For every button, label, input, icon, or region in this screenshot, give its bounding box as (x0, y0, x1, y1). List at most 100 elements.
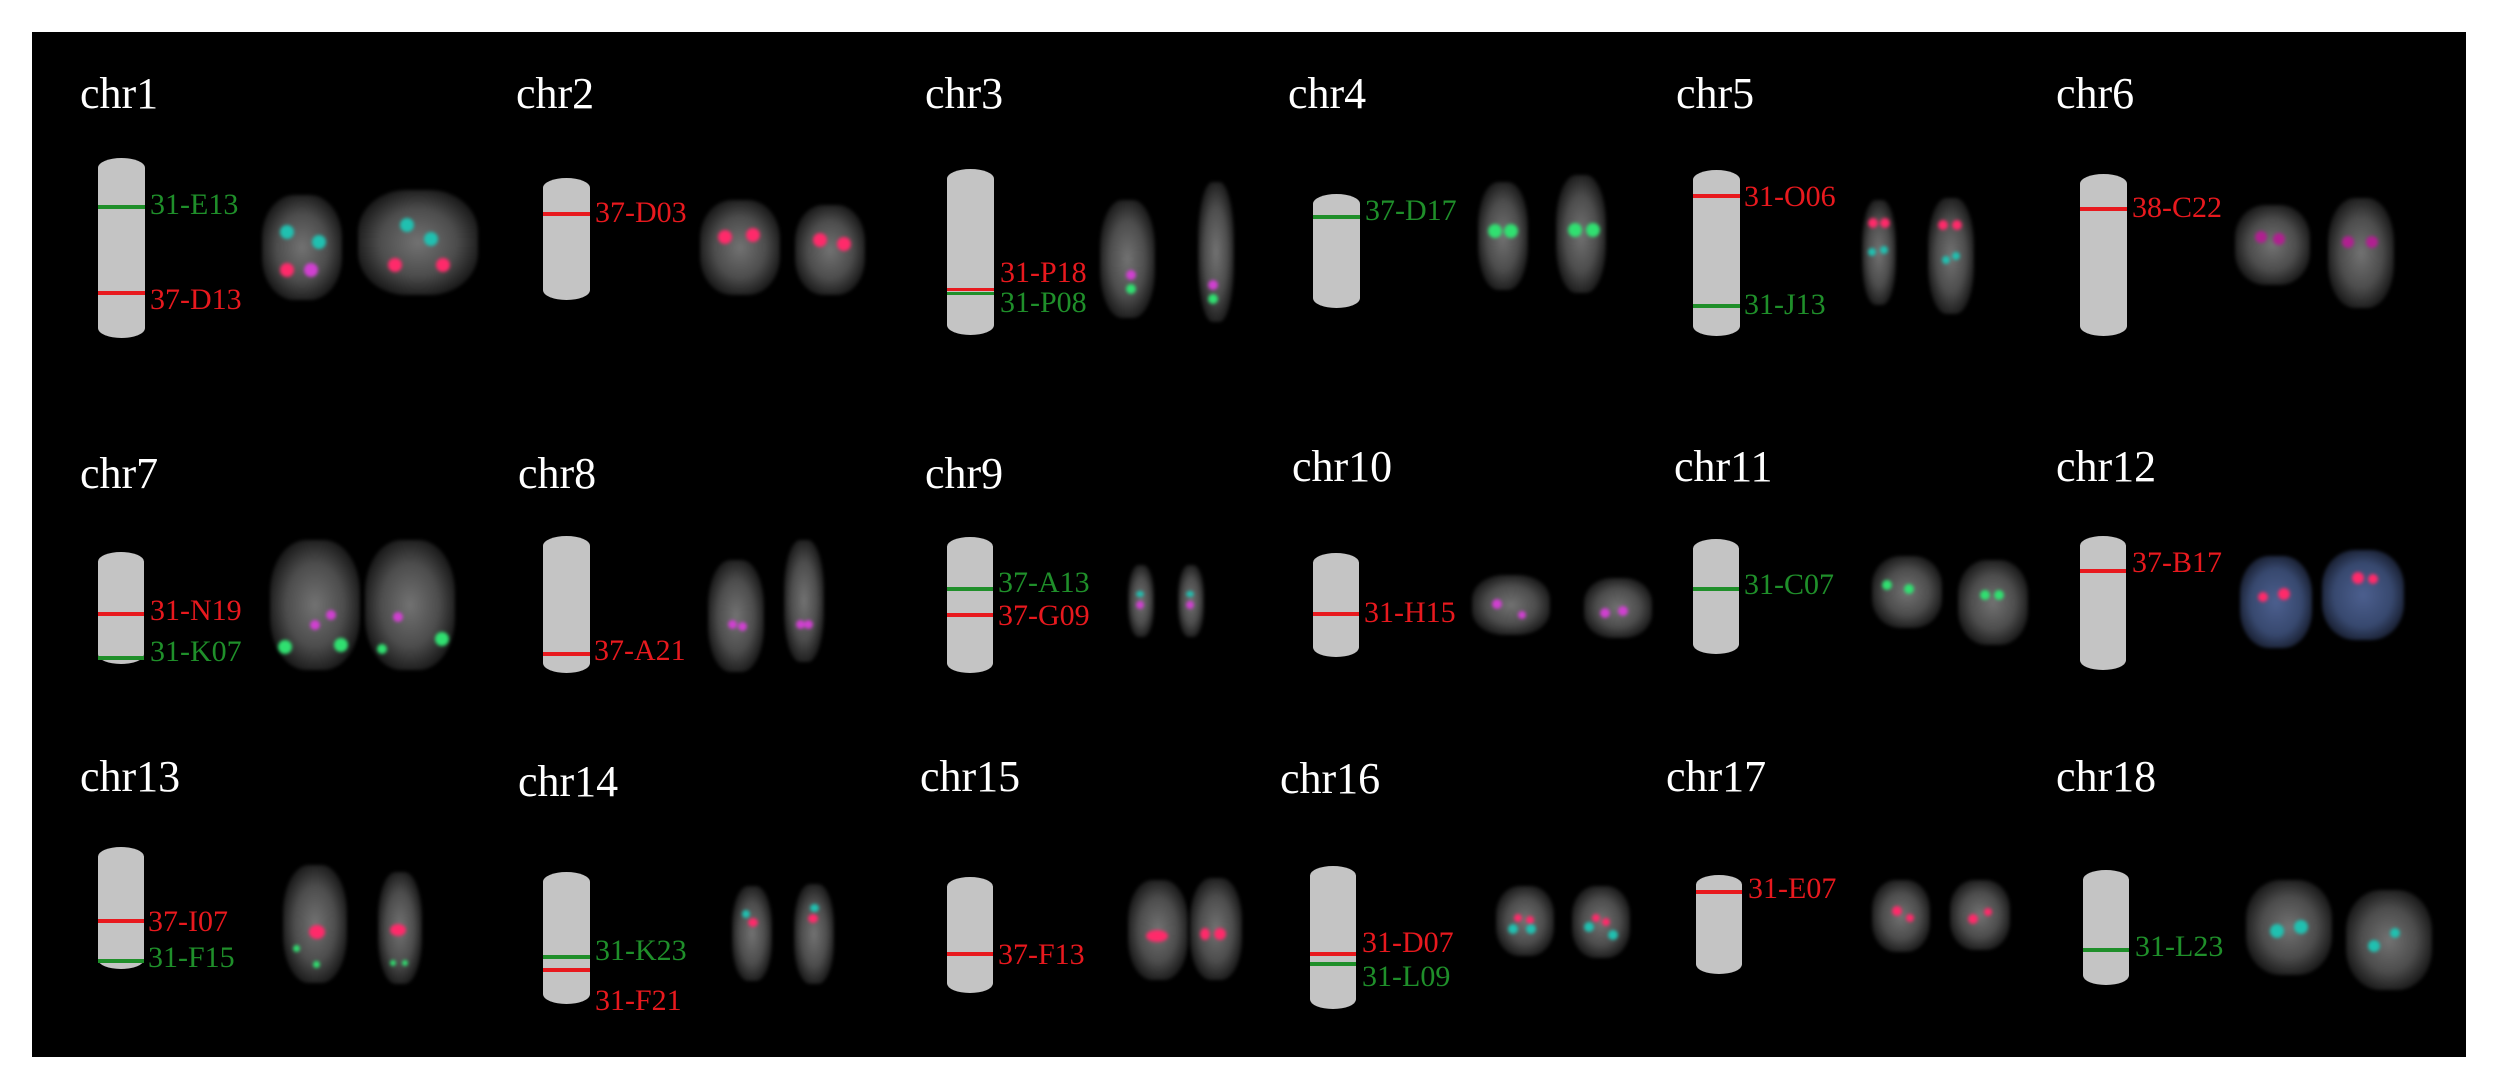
fish-chromosome-image (700, 200, 780, 295)
fish-chromosome-image (1178, 565, 1204, 637)
ideogram (947, 537, 993, 673)
fish-chromosome-image (1556, 175, 1606, 293)
probe-band-red (543, 212, 590, 216)
chromosome-title: chr2 (516, 69, 595, 118)
fish-chromosome-image (795, 205, 865, 295)
fish-chromosome-image (378, 872, 422, 984)
probe-label: 31-E07 (1748, 872, 1837, 905)
fish-chromosome-image (1128, 565, 1154, 637)
ideogram (543, 178, 590, 300)
ideogram (1696, 875, 1742, 974)
fish-chromosome-image (732, 886, 772, 981)
probe-label: 31-L23 (2135, 930, 2224, 963)
probe-band-red (1310, 952, 1356, 956)
probe-band-red (98, 919, 144, 923)
ideogram (543, 536, 590, 673)
probe-band-red (543, 968, 590, 972)
fish-chromosome-image (2235, 205, 2310, 285)
fish-chromosome-image (2346, 890, 2432, 990)
chromosome-title: chr5 (1676, 69, 1755, 118)
ideogram (1693, 170, 1740, 336)
fish-chromosome-image (1584, 578, 1652, 638)
chromosome-title: chr12 (2056, 442, 2157, 491)
chromosome-title: chr6 (2056, 69, 2135, 118)
probe-band-red (1313, 612, 1359, 616)
probe-band-green (1310, 962, 1356, 966)
probe-label: 31-P08 (1000, 286, 1087, 319)
chromosome-title: chr15 (920, 752, 1021, 801)
ideogram (98, 552, 144, 664)
ideogram (2080, 174, 2127, 336)
probe-label: 37-F13 (998, 938, 1085, 971)
probe-label: 31-E13 (150, 188, 239, 221)
probe-label: 31-K07 (150, 635, 242, 668)
probe-band-red (947, 952, 993, 956)
probe-label: 37-D13 (150, 283, 242, 316)
chromosome-title: chr4 (1288, 69, 1367, 118)
fish-chromosome-image (1572, 886, 1630, 958)
fish-chromosome-image (794, 884, 834, 984)
probe-band-red (543, 652, 590, 656)
probe-label: 37-D03 (595, 196, 687, 229)
probe-label: 31-P18 (1000, 256, 1087, 289)
probe-band-green (2083, 948, 2129, 952)
probe-label: 31-F21 (595, 984, 682, 1017)
probe-label: 31-H15 (1364, 596, 1456, 629)
fish-chromosome-image (1928, 198, 1974, 314)
probe-band-green (1693, 587, 1739, 591)
probe-label: 31-F15 (148, 941, 235, 974)
probe-label: 37-A21 (594, 634, 686, 667)
probe-label: 37-B17 (2132, 546, 2222, 579)
probe-label: 38-C22 (2132, 191, 2222, 224)
fish-chromosome-image (1472, 575, 1550, 635)
fish-chromosome-image (1478, 182, 1528, 290)
chromosome-title: chr8 (518, 449, 597, 498)
probe-band-green (98, 205, 145, 209)
chromosome-title: chr10 (1292, 442, 1393, 491)
fish-chromosome-image (1872, 556, 1942, 628)
chromosome-title: chr1 (80, 69, 159, 118)
fish-chromosome-image (1100, 200, 1155, 318)
probe-band-green (98, 959, 144, 963)
probe-band-green (947, 587, 993, 591)
probe-label: 31-C07 (1744, 568, 1834, 601)
ideogram (947, 877, 993, 993)
chromosome-title: chr7 (80, 449, 159, 498)
probe-label: 37-D17 (1365, 194, 1457, 227)
probe-band-red (947, 288, 994, 291)
ideogram (1313, 553, 1359, 657)
fish-chromosome-image (2328, 198, 2394, 308)
chromosome-title: chr11 (1674, 442, 1773, 491)
fish-chromosome-image (358, 190, 478, 295)
probe-band-red (2080, 569, 2126, 573)
ideogram (1693, 539, 1739, 654)
fish-chromosome-image (283, 865, 347, 983)
fish-chromosome-image (1862, 200, 1896, 305)
probe-label: 37-I07 (148, 905, 228, 938)
probe-label: 31-N19 (150, 594, 242, 627)
probe-band-green (1313, 215, 1360, 219)
ideogram (2080, 536, 2126, 670)
fish-chromosome-image (2246, 880, 2332, 975)
probe-band-green (543, 955, 590, 959)
chromosome-title: chr9 (925, 449, 1004, 498)
fish-chromosome-image (270, 540, 360, 670)
ideogram (1310, 866, 1356, 1009)
probe-label: 37-A13 (998, 566, 1090, 599)
chromosome-title: chr13 (80, 752, 181, 801)
probe-label: 31-J13 (1744, 288, 1826, 321)
ideogram (98, 847, 144, 969)
fish-chromosome-image (784, 540, 824, 662)
fish-chromosome-image (2240, 556, 2312, 648)
probe-band-green (1693, 304, 1740, 308)
fish-chromosome-image (1496, 886, 1554, 956)
fish-chromosome-image (2322, 550, 2404, 640)
ideogram (947, 169, 994, 335)
ideogram (2083, 870, 2129, 985)
probe-label: 31-L09 (1362, 960, 1451, 993)
probe-label: 31-D07 (1362, 926, 1454, 959)
chromosome-title: chr18 (2056, 752, 2157, 801)
fish-chromosome-image (262, 195, 342, 300)
fish-chromosome-image (1190, 878, 1242, 980)
fish-chromosome-image (1128, 880, 1188, 980)
